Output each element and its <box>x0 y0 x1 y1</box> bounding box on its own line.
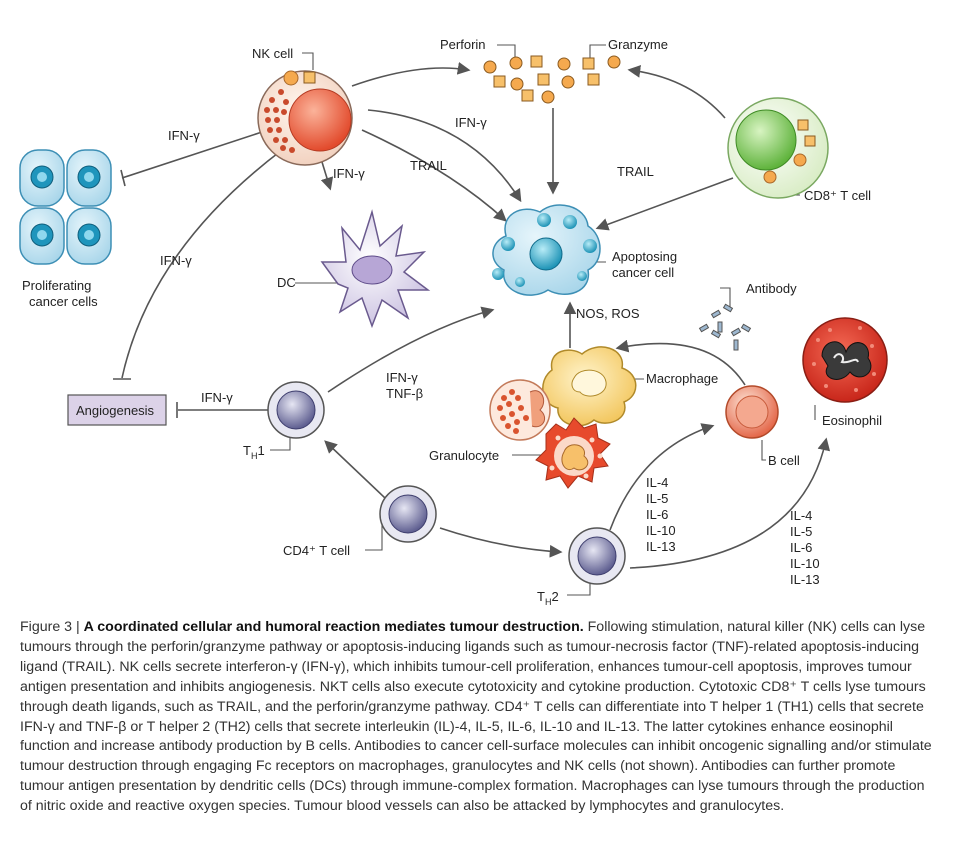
cd8-label: CD8⁺ T cell <box>804 188 871 203</box>
ifn-vertical-label: IFN-γ <box>160 253 192 268</box>
inhibit-nk-to-angiogenesis <box>121 149 283 379</box>
caption-prefix: Figure 3 | <box>20 619 84 635</box>
ifn-angio-label: IFN-γ <box>201 390 233 405</box>
arrow-cd8-trail-to-cancer <box>595 177 734 231</box>
granulocyte-right <box>535 417 611 489</box>
arrow-th2-to-bcell <box>609 423 715 531</box>
prolif-cell <box>66 149 112 207</box>
arrow-th2-to-eosinophil <box>629 437 831 569</box>
il-right-item: IL-4 <box>790 508 812 523</box>
cd4-t-cell <box>379 485 437 543</box>
il-right-item: IL-10 <box>790 556 820 571</box>
ifn-dc-label: IFN-γ <box>333 166 365 181</box>
apoptosing-label-2: cancer cell <box>612 265 674 280</box>
macrophage-label: Macrophage <box>646 371 718 386</box>
ifn-th1-label: IFN-γ <box>386 370 418 385</box>
il-left-item: IL-4 <box>646 475 668 490</box>
arrow-nk-ifn-to-cancer <box>367 109 522 203</box>
antibody-label: Antibody <box>746 281 797 296</box>
granzyme-label: Granzyme <box>608 37 668 52</box>
inhibit-nk-to-proliferating <box>121 131 263 179</box>
granulocyte-label: Granulocyte <box>429 448 499 463</box>
nk-cell-label: NK cell <box>252 46 293 61</box>
th2-label: TH2 <box>537 589 559 607</box>
il-list-right: IL-4 IL-5 IL-6 IL-10 IL-13 <box>790 508 820 587</box>
cd4-label: CD4⁺ T cell <box>283 543 350 558</box>
th1-cell <box>267 381 325 439</box>
prolif-label-2: cancer cells <box>29 294 98 309</box>
il-right-item: IL-6 <box>790 540 812 555</box>
tumour-immunity-diagram: NK cell Perforin Granzyme IFN-γ IFN-γ IF… <box>19 37 888 607</box>
prolif-label-1: Proliferating <box>22 278 91 293</box>
arrow-nk-to-dc <box>320 161 334 191</box>
il-left-item: IL-13 <box>646 539 676 554</box>
ifn-center-label: IFN-γ <box>455 115 487 130</box>
il-right-item: IL-13 <box>790 572 820 587</box>
perforin-label: Perforin <box>440 37 486 52</box>
prolif-cell <box>19 149 65 207</box>
connectors <box>113 62 831 569</box>
il-list-left: IL-4 IL-5 IL-6 IL-10 IL-13 <box>646 475 676 554</box>
nk-cell <box>257 70 353 166</box>
b-cell <box>725 385 779 439</box>
th2-cell <box>568 527 626 585</box>
antibody-molecules <box>698 303 752 351</box>
apoptosing-label-1: Apoptosing <box>612 249 677 264</box>
arrow-nk-to-perforin <box>351 62 471 87</box>
perforin-granzyme-granules <box>483 55 621 104</box>
nos-ros-label: NOS, ROS <box>576 306 640 321</box>
trail-left-label: TRAIL <box>410 158 447 173</box>
arrow-cd4-to-th1 <box>324 440 386 499</box>
eosinophil <box>802 317 888 403</box>
il-left-item: IL-5 <box>646 491 668 506</box>
angiogenesis-label: Angiogenesis <box>76 403 155 418</box>
prolif-cell <box>66 207 112 265</box>
il-right-item: IL-5 <box>790 524 812 539</box>
granulocyte-left <box>489 379 551 441</box>
labels: NK cell Perforin Granzyme IFN-γ IFN-γ IF… <box>22 37 882 607</box>
trail-right-label: TRAIL <box>617 164 654 179</box>
arrow-cd4-to-th2 <box>439 527 563 558</box>
macrophage <box>542 346 637 427</box>
arrow-cd8-to-granzyme <box>627 65 726 119</box>
proliferating-cancer-cells <box>19 149 112 265</box>
eosinophil-label: Eosinophil <box>822 413 882 428</box>
angiogenesis-box <box>67 394 167 426</box>
ifn-prolif-label: IFN-γ <box>168 128 200 143</box>
arrow-nk-trail-to-cancer <box>361 129 507 222</box>
cd8-t-cell <box>727 97 829 199</box>
figure-caption: Figure 3 | A coordinated cellular and hu… <box>20 618 940 817</box>
th1-label: TH1 <box>243 443 265 461</box>
prolif-cell <box>19 207 65 265</box>
tnf-beta-label: TNF-β <box>386 386 423 401</box>
dc-label: DC <box>277 275 296 290</box>
apoptosing-cancer-cell <box>492 204 601 296</box>
dendritic-cell <box>320 209 431 329</box>
arrow-th1-to-cancer <box>327 306 495 393</box>
il-left-item: IL-6 <box>646 507 668 522</box>
caption-body: Following stimulation, natural killer (N… <box>20 619 932 815</box>
b-cell-label: B cell <box>768 453 800 468</box>
il-left-item: IL-10 <box>646 523 676 538</box>
arrow-bcell-to-macrophage <box>615 339 746 386</box>
caption-title: A coordinated cellular and humoral react… <box>83 619 584 635</box>
